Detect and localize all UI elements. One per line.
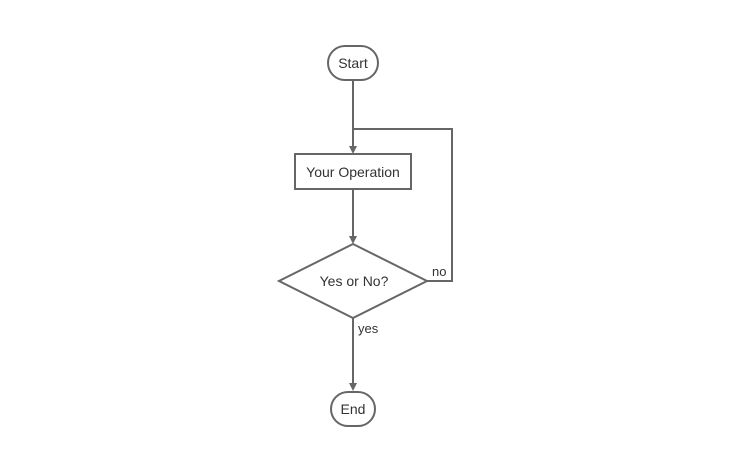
end-node-shape xyxy=(330,391,376,427)
start-node[interactable]: Start xyxy=(327,45,379,81)
end-node[interactable]: End xyxy=(330,391,376,427)
edge-label-yes: yes xyxy=(358,321,379,336)
decision-node[interactable]: Yes or No? xyxy=(276,242,430,320)
operation-node[interactable]: Your Operation xyxy=(294,153,412,190)
edge-decision-no-loop xyxy=(353,128,453,282)
end-node-label: End xyxy=(341,401,366,417)
edge-label-no: no xyxy=(432,264,446,279)
decision-node-label: Yes or No? xyxy=(320,273,389,289)
start-node-label: Start xyxy=(338,55,368,71)
operation-node-shape xyxy=(294,153,412,190)
operation-node-label: Your Operation xyxy=(306,164,400,180)
